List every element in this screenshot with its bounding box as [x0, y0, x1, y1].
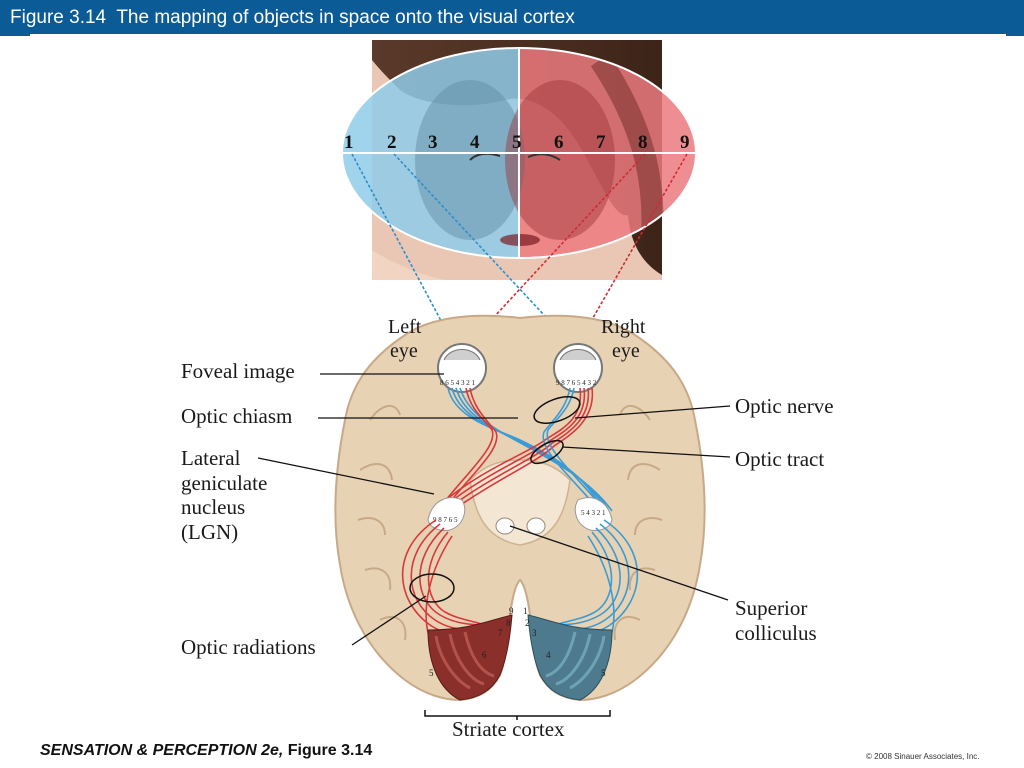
- cortex-right-number-3: 3: [532, 628, 537, 638]
- field-number-1: 1: [344, 132, 354, 153]
- right-eye: 9 8 7 6 5 4 3 2: [553, 343, 603, 393]
- book-title: SENSATION & PERCEPTION 2e,: [40, 742, 284, 759]
- superior-colliculus-label-line1: Superior: [735, 596, 807, 620]
- optic-chiasm-label: Optic chiasm: [181, 404, 292, 428]
- foveal-image-label: Foveal image: [181, 359, 295, 383]
- footer-book-title: SENSATION & PERCEPTION 2e, Figure 3.14: [40, 742, 372, 760]
- title-bar: Figure 3.14 The mapping of objects in sp…: [0, 0, 1024, 36]
- slide-title: Figure 3.14 The mapping of objects in sp…: [10, 7, 575, 28]
- lgn-label-line3: nucleus: [181, 495, 245, 519]
- title-underline: [30, 34, 1006, 38]
- figure-reference: Figure 3.14: [283, 742, 373, 759]
- cortex-right-number-5: 5: [601, 668, 606, 678]
- striate-cortex-label: Striate cortex: [452, 717, 565, 741]
- lgn-label-line1: Lateral: [181, 446, 241, 470]
- cortex-left-number-7: 7: [498, 628, 503, 638]
- left-eye: 8 6 5 4 3 2 1: [437, 343, 487, 393]
- optic-pathways: [439, 387, 613, 512]
- face-photo: [341, 40, 697, 280]
- lgn-right-numbers: 5 4 3 2 1: [581, 509, 606, 517]
- copyright-notice: © 2008 Sinauer Associates, Inc.: [866, 752, 980, 761]
- superior-colliculus-left: [495, 517, 515, 535]
- cortex-right-number-4: 4: [546, 650, 551, 660]
- cortex-left-number-9: 9: [509, 606, 514, 616]
- cortex-right-number-1: 1: [523, 606, 528, 616]
- cortex-left-number-8: 8: [506, 618, 511, 628]
- lgn-left-numbers: 9 8 7 6 5: [433, 516, 458, 524]
- lgn-right: 5 4 3 2 1: [574, 497, 613, 531]
- field-number-7: 7: [596, 132, 606, 153]
- optic-tract-label: Optic tract: [735, 447, 824, 471]
- cortex-left-number-5: 5: [429, 668, 434, 678]
- lgn-left: 9 8 7 6 5: [427, 497, 466, 531]
- left-retina-numbers: 8 6 5 4 3 2 1: [440, 379, 476, 387]
- right-eye-label-line1: Right: [601, 316, 646, 338]
- right-eye-label-line2: eye: [612, 340, 640, 362]
- field-number-4: 4: [470, 132, 480, 153]
- leader-lines: [257, 373, 731, 646]
- optic-nerve-label: Optic nerve: [735, 394, 834, 418]
- lgn-label-line2: geniculate: [181, 471, 267, 495]
- diagram-labels: Left eye Right eye Foveal image Optic ch…: [181, 316, 834, 741]
- field-numbers: 1 2 3 4 5 6 7 8 9: [344, 132, 690, 153]
- field-number-5: 5: [512, 132, 522, 153]
- field-number-9: 9: [680, 132, 690, 153]
- field-number-6: 6: [554, 132, 564, 153]
- left-eye-label-line2: eye: [390, 340, 418, 362]
- field-number-2: 2: [387, 132, 397, 153]
- lgn-label-line4: (LGN): [181, 520, 238, 544]
- optic-radiations-label: Optic radiations: [181, 635, 316, 659]
- striate-cortex-bracket: [424, 710, 611, 720]
- striate-cortex: 9 8 7 6 5 1 2 3 4 5: [427, 606, 613, 701]
- cortex-right-number-2: 2: [525, 618, 530, 628]
- field-number-8: 8: [638, 132, 648, 153]
- left-eye-label-line1: Left: [388, 316, 422, 338]
- superior-colliculus-label-line2: colliculus: [735, 621, 817, 645]
- superior-colliculus-right: [526, 517, 546, 535]
- right-retina-numbers: 9 8 7 6 5 4 3 2: [556, 379, 597, 387]
- cortex-left-number-6: 6: [482, 650, 487, 660]
- field-number-3: 3: [428, 132, 438, 153]
